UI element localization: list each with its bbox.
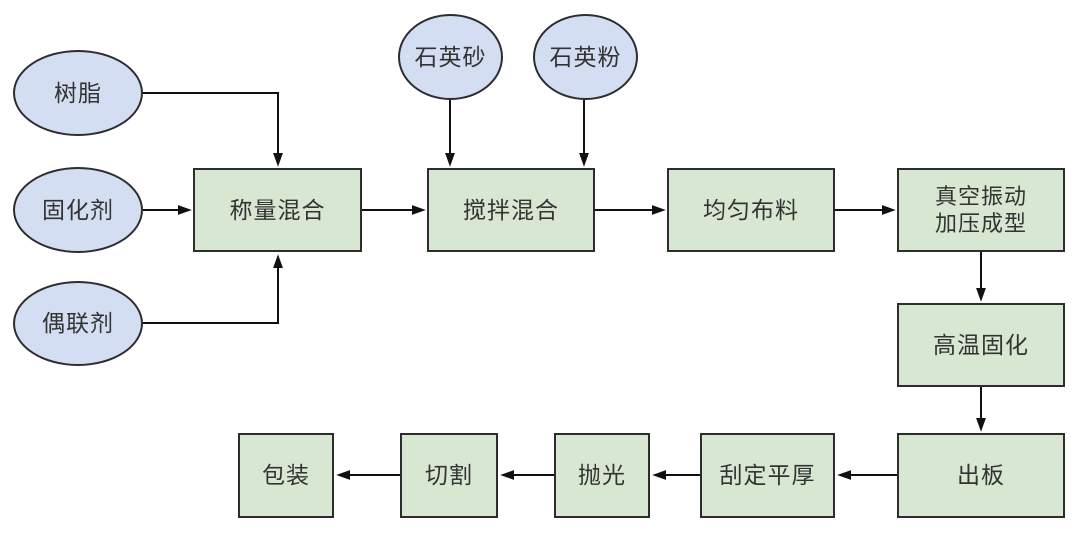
node-package: 包装 xyxy=(238,433,334,518)
node-resin: 树脂 xyxy=(13,50,143,136)
node-scrape-flat-label: 刮定平厚 xyxy=(719,462,816,489)
node-uniform-spread-label: 均匀布料 xyxy=(703,196,799,223)
node-curing-agent: 固化剂 xyxy=(13,167,143,253)
node-quartz-powder-label: 石英粉 xyxy=(549,43,622,70)
node-vacuum-press-label: 真空振动 加压成型 xyxy=(934,183,1027,237)
node-polish: 抛光 xyxy=(554,433,650,518)
edge-coupling-to-weigh xyxy=(143,254,283,324)
node-quartz-powder: 石英粉 xyxy=(533,14,638,100)
node-high-temp-cure: 高温固化 xyxy=(897,303,1065,387)
node-cut: 切割 xyxy=(400,433,498,518)
node-cut-label: 切割 xyxy=(425,462,473,489)
node-stir-mix-label: 搅拌混合 xyxy=(463,196,559,223)
node-weigh-mix-label: 称量混合 xyxy=(229,196,326,223)
node-coupling-agent: 偶联剂 xyxy=(13,281,143,366)
node-coupling-agent-label: 偶联剂 xyxy=(42,310,114,337)
node-scrape-flat: 刮定平厚 xyxy=(700,433,835,518)
node-stir-mix: 搅拌混合 xyxy=(427,168,595,252)
node-quartz-sand-label: 石英砂 xyxy=(414,43,487,70)
node-quartz-sand: 石英砂 xyxy=(398,14,503,100)
node-uniform-spread: 均匀布料 xyxy=(667,168,835,252)
node-curing-agent-label: 固化剂 xyxy=(42,196,114,223)
node-polish-label: 抛光 xyxy=(578,462,626,489)
edge-resin-to-weigh xyxy=(143,92,283,167)
node-board-out: 出板 xyxy=(897,433,1065,518)
node-vacuum-press: 真空振动 加压成型 xyxy=(897,168,1065,252)
node-resin-label: 树脂 xyxy=(54,79,102,106)
node-weigh-mix: 称量混合 xyxy=(193,168,362,252)
node-package-label: 包装 xyxy=(262,462,310,489)
node-high-temp-cure-label: 高温固化 xyxy=(933,331,1029,358)
node-board-out-label: 出板 xyxy=(957,462,1005,489)
